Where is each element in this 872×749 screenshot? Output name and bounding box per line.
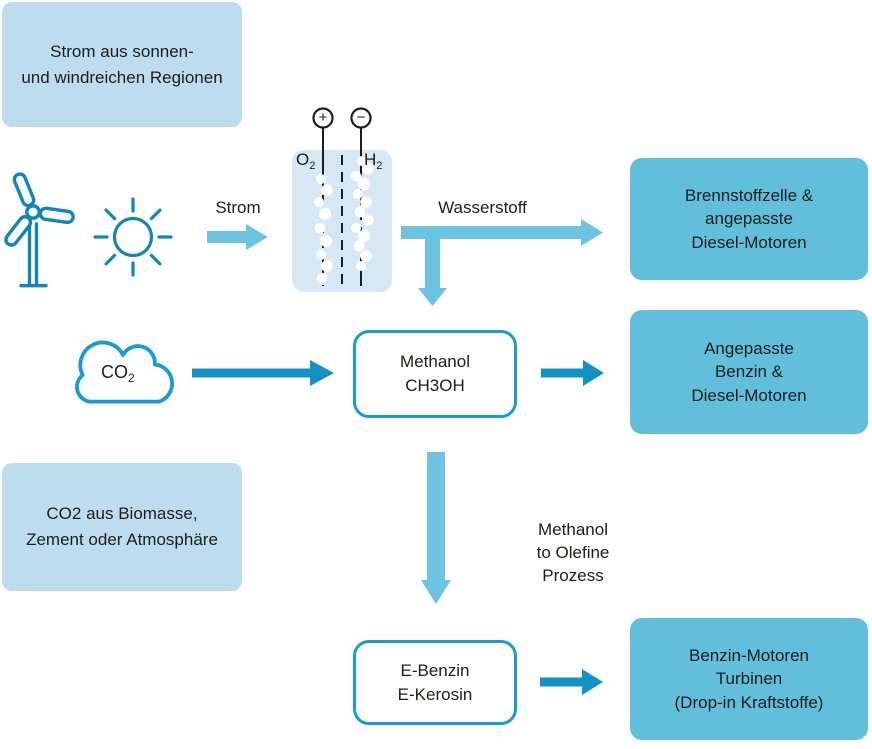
info-box-strom-regionen-text: Strom aus sonnen- und windreichen Region… <box>21 41 223 87</box>
output-box-benzin-motoren: Benzin-Motoren Turbinen (Drop-in Kraftst… <box>630 618 868 740</box>
methanol-box: Methanol CH3OH <box>353 330 517 418</box>
output-box-benzin-motoren-text: Benzin-Motoren Turbinen (Drop-in Kraftst… <box>674 645 824 712</box>
output-box-brennstoffzelle-text: Brennstoffzelle & angepasste Diesel-Moto… <box>684 185 814 252</box>
plus-terminal-icon <box>312 107 334 129</box>
hydrogen-label: H2 <box>364 150 383 172</box>
output-box-angepasste-motoren: Angepasste Benzin & Diesel-Motoren <box>630 310 868 434</box>
co2-cloud-icon: CO2 <box>68 338 178 408</box>
minus-terminal-icon <box>350 107 372 129</box>
efuel-box-text: E-Benzin E-Kerosin <box>397 660 473 704</box>
co2-arrow <box>192 360 334 386</box>
mto-arrow <box>421 452 451 604</box>
wasserstoff-label: Wasserstoff <box>438 198 527 217</box>
wasserstoff-arrow <box>401 219 603 306</box>
co2-cloud-label: CO2 <box>101 362 135 385</box>
strom-arrow <box>207 224 268 250</box>
sun-icon <box>93 197 173 277</box>
methanol-output-arrow <box>541 360 604 386</box>
hydrogen-bubbles <box>350 156 374 271</box>
electrolyzer-cell <box>292 107 392 292</box>
info-box-co2-quellen: CO2 aus Biomasse, Zement oder Atmosphäre <box>2 463 242 591</box>
wind-turbine-icon <box>4 172 75 288</box>
info-box-strom-regionen: Strom aus sonnen- und windreichen Region… <box>2 2 242 127</box>
oxygen-label: O2 <box>296 150 316 172</box>
mto-process-label: Methanol to Olefine Prozess <box>536 520 610 585</box>
plus-terminal-glyph: + <box>318 109 328 126</box>
output-box-angepasste-motoren-text: Angepasste Benzin & Diesel-Motoren <box>691 338 807 405</box>
efuel-box: E-Benzin E-Kerosin <box>353 640 517 725</box>
strom-label: Strom <box>215 198 261 217</box>
oxygen-bubbles <box>314 174 333 284</box>
efuel-output-arrow <box>540 669 603 695</box>
minus-terminal-glyph: − <box>356 109 366 126</box>
methanol-box-text: Methanol CH3OH <box>400 352 470 395</box>
info-box-co2-quellen-text: CO2 aus Biomasse, Zement oder Atmosphäre <box>26 504 218 549</box>
output-box-brennstoffzelle: Brennstoffzelle & angepasste Diesel-Moto… <box>630 158 868 280</box>
